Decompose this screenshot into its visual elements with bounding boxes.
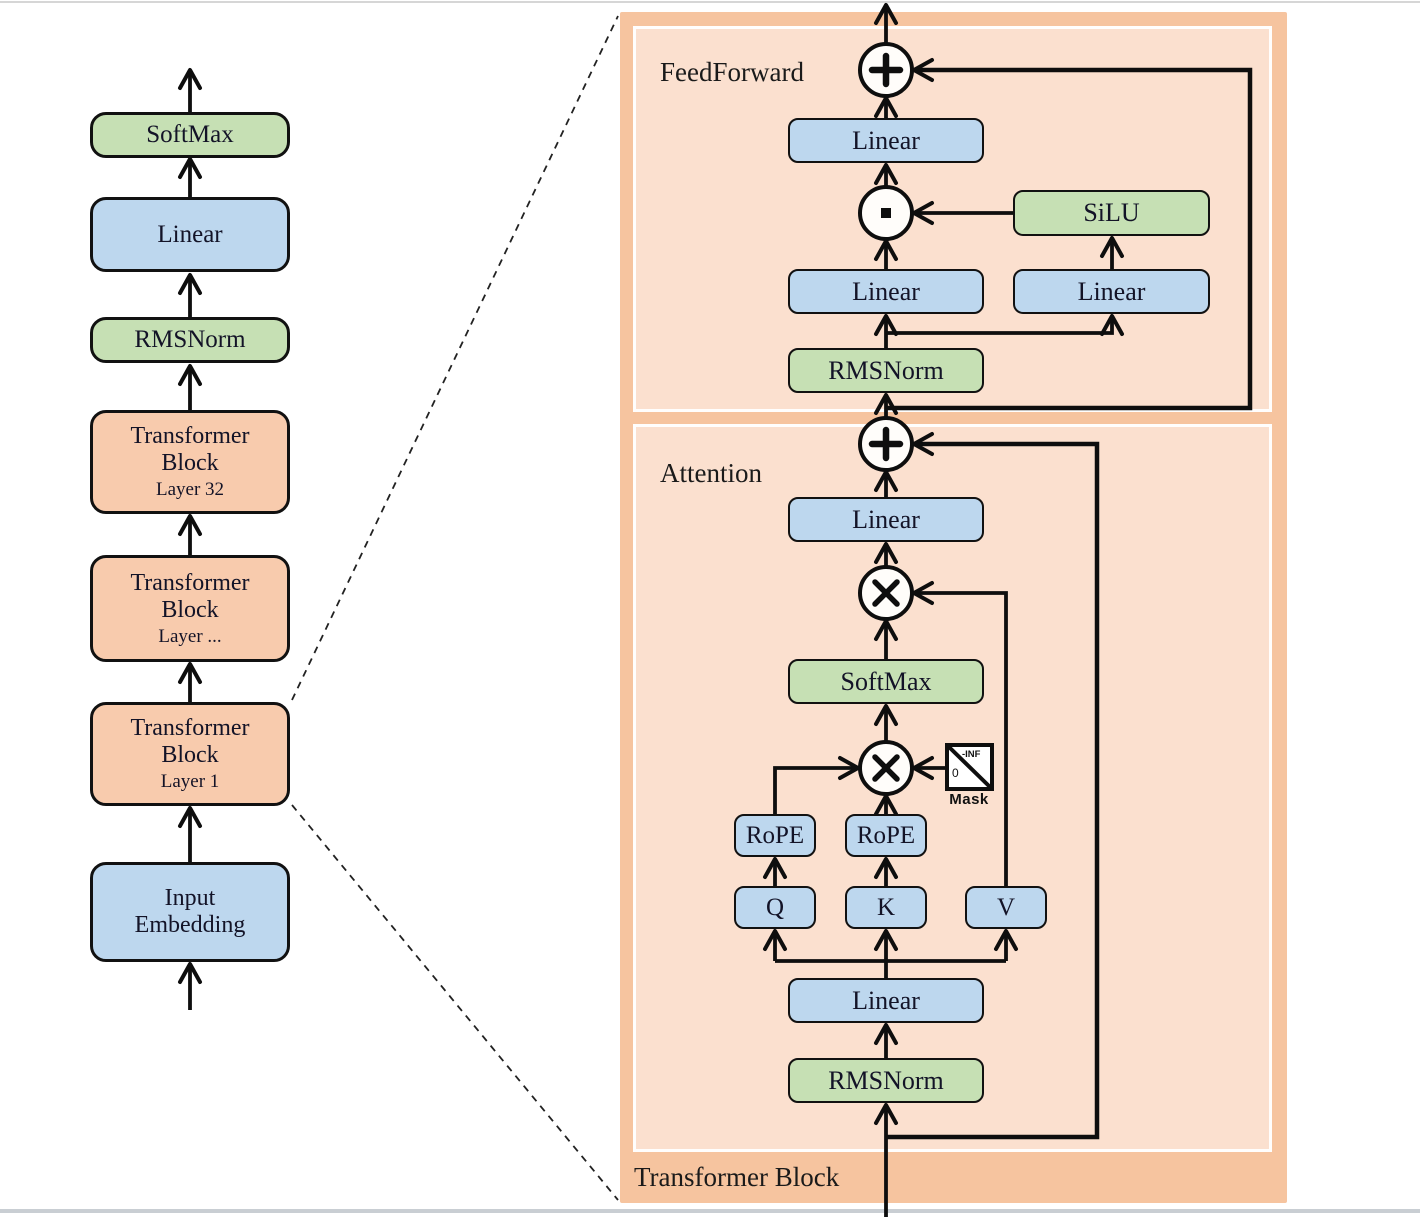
tb1-layer: Layer 1: [160, 771, 220, 793]
rope-k-label: RoPE: [856, 821, 916, 849]
ff-silu-label: SiLU: [1083, 198, 1140, 228]
attn-matmul-v-circle: [858, 565, 914, 621]
wire-residual-attention: [886, 432, 1100, 1140]
k-box: K: [845, 886, 927, 929]
zoom-guide-line-top: [291, 15, 619, 701]
mask-inf-label: -INF: [962, 749, 981, 760]
block-transformer-layer-dots: Transformer Block Layer ...: [90, 555, 290, 662]
block-rmsnorm: RMSNorm: [90, 317, 290, 363]
screenshot-bottom-border: [0, 1209, 1420, 1213]
tbdots-line2: Block: [161, 596, 219, 623]
ff-add-circle: [858, 42, 914, 98]
feedforward-wires: [874, 3, 1253, 417]
q-label: Q: [765, 893, 785, 921]
attention-wires: [763, 432, 1100, 1217]
wire-residual-feedforward: [886, 58, 1253, 411]
tb1-line1: Transformer: [130, 715, 250, 742]
block-rmsnorm-label: RMSNorm: [134, 326, 246, 353]
attn-linear-out-label: Linear: [852, 504, 920, 534]
block-softmax: SoftMax: [90, 112, 290, 158]
ff-linear-gate: Linear: [788, 269, 984, 314]
attention-label: Attention: [660, 458, 762, 488]
attn-mask-box: [945, 743, 994, 791]
input-embedding-line2: Embedding: [134, 912, 246, 938]
q-box: Q: [734, 886, 816, 929]
k-label: K: [876, 893, 896, 921]
attn-matmul-qk-circle: [858, 740, 914, 796]
ff-linear-out: Linear: [788, 118, 984, 163]
mask-zero-label: 0: [952, 766, 959, 780]
tb32-line2: Block: [161, 450, 219, 477]
block-linear: Linear: [90, 197, 290, 272]
block-input-embedding: Input Embedding: [90, 862, 290, 962]
attn-softmax: SoftMax: [788, 659, 984, 704]
tb32-line1: Transformer: [130, 423, 250, 450]
input-embedding-line1: Input: [164, 885, 216, 912]
v-box: V: [965, 886, 1047, 929]
ff-silu: SiLU: [1013, 190, 1210, 236]
ff-elementwise-mul-circle: [858, 185, 914, 241]
ff-linear-out-label: Linear: [852, 125, 920, 155]
feedforward-label: FeedForward: [660, 57, 804, 87]
attn-linear-qkv-label: Linear: [852, 985, 920, 1015]
block-transformer-layer1: Transformer Block Layer 1: [90, 702, 290, 806]
block-transformer-layer32: Transformer Block Layer 32: [90, 410, 290, 514]
v-label: V: [996, 893, 1016, 921]
ff-linear-up: Linear: [1013, 269, 1210, 314]
rope-k: RoPE: [845, 814, 927, 857]
attn-add-circle: [858, 416, 914, 472]
rope-q: RoPE: [734, 814, 816, 857]
block-softmax-label: SoftMax: [146, 121, 234, 148]
wire-v-to-matmul: [912, 581, 1008, 886]
tb32-layer: Layer 32: [155, 479, 225, 501]
ff-linear-up-label: Linear: [1077, 276, 1146, 306]
tbdots-layer: Layer ...: [158, 625, 222, 647]
attn-rmsnorm: RMSNorm: [788, 1058, 984, 1103]
attn-softmax-label: SoftMax: [840, 666, 932, 696]
ff-linear-gate-label: Linear: [852, 276, 920, 306]
screenshot-top-border: [0, 1, 1420, 3]
attn-linear-qkv: Linear: [788, 978, 984, 1023]
rope-q-label: RoPE: [745, 821, 805, 849]
attn-rmsnorm-label: RMSNorm: [828, 1065, 944, 1095]
attn-linear-out: Linear: [788, 497, 984, 542]
tb1-line2: Block: [161, 742, 219, 769]
transformer-block-panel-title: Transformer Block: [634, 1162, 840, 1192]
tbdots-line1: Transformer: [130, 569, 250, 596]
zoom-guide-line-bottom: [291, 804, 619, 1201]
block-linear-label: Linear: [157, 220, 223, 248]
ff-rmsnorm-label: RMSNorm: [828, 355, 944, 385]
mask-caption: Mask: [949, 791, 989, 808]
ff-rmsnorm: RMSNorm: [788, 348, 984, 393]
operator-circles: [858, 42, 994, 796]
